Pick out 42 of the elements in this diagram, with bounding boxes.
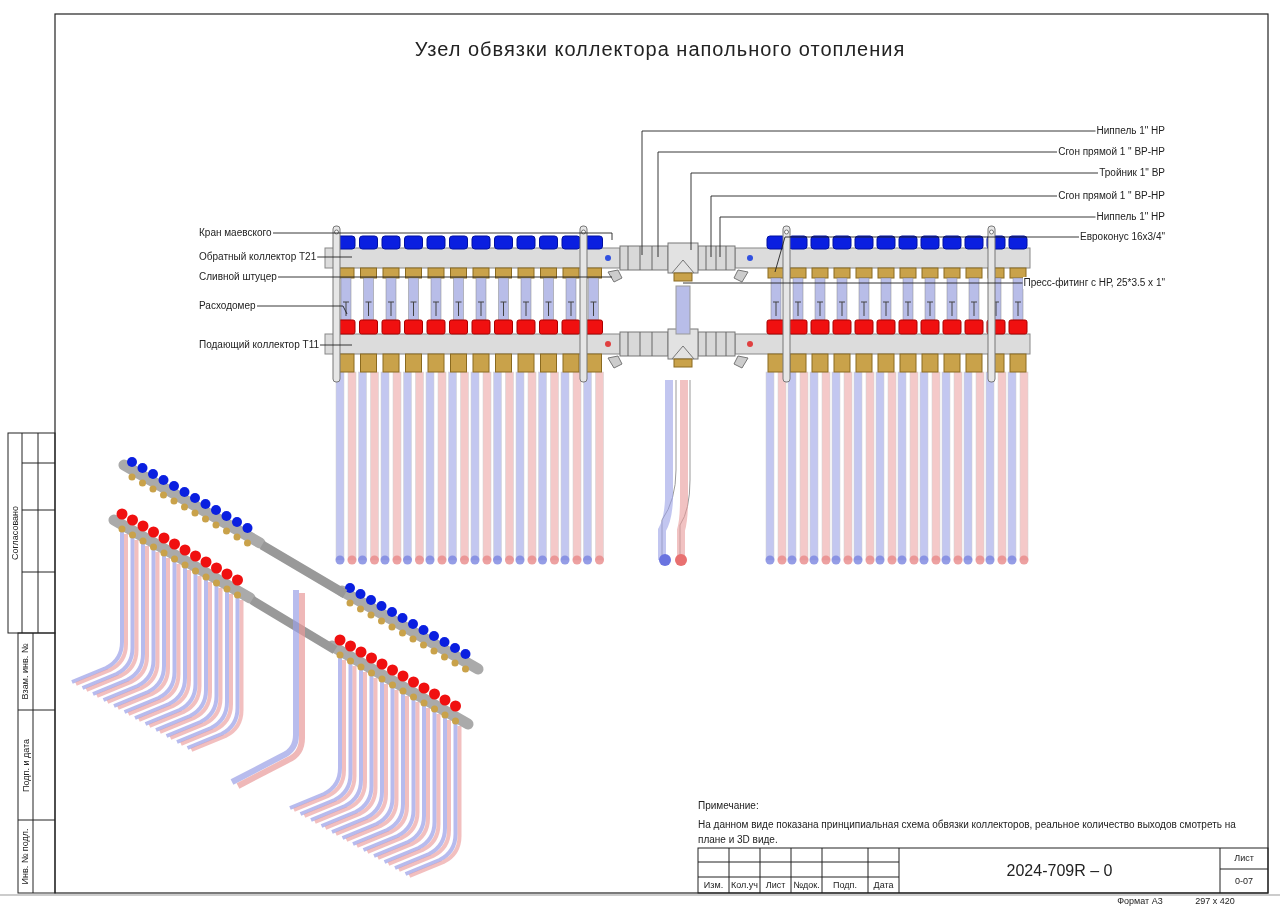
stamp-label: Согласовано <box>9 504 21 563</box>
table-header: Лист <box>764 879 787 892</box>
table-header: Изм. <box>702 879 725 892</box>
leader-line <box>719 216 1096 258</box>
part-label: Подающий коллектор Т11 <box>198 339 320 351</box>
leader-line <box>690 172 1099 251</box>
part-label: Ниппель 1" НР <box>1095 125 1166 137</box>
drawing-title: Узел обвязки коллектора напольного отопления <box>413 38 907 61</box>
sheet-number: 0-07 <box>1234 875 1254 888</box>
document-number: 2024-709R – 0 <box>1005 861 1114 881</box>
leader-line <box>256 305 348 315</box>
part-label: Сгон прямой 1 " ВР-НР <box>1057 146 1166 158</box>
leader-line <box>774 236 1080 273</box>
leader-line <box>272 232 613 241</box>
note-heading: Примечание: <box>698 800 760 812</box>
part-label: Кран маевского <box>198 227 273 239</box>
leader-line <box>641 130 1096 256</box>
part-label: Расходомер <box>198 300 257 312</box>
stamp-label: Взам. инв. № <box>19 642 31 702</box>
part-label: Тройник 1" ВР <box>1098 167 1166 179</box>
note-text: На данном виде показана принципиальная схема обвязки коллекторов, реальное количество выходов смотреть на плане и 3D виде. <box>698 818 1237 847</box>
part-label: Пресс-фитинг с НР, 25*3.5 х 1" <box>1022 277 1166 289</box>
leader-line <box>682 282 1023 284</box>
format-label: Формат А3 <box>1116 895 1164 908</box>
part-label: Обратный коллектор Т21 <box>198 251 318 263</box>
leader-line <box>316 256 353 258</box>
table-header: Подп. <box>832 879 858 892</box>
table-header: Кол.уч <box>730 879 759 892</box>
table-header: Дата <box>872 879 895 892</box>
part-label: Ниппель 1" НР <box>1095 211 1166 223</box>
leader-line <box>657 151 1058 258</box>
stamp-label: Подп. и дата <box>19 737 32 794</box>
paper-size: 297 х 420 <box>1194 895 1236 908</box>
part-label: Сгон прямой 1 " ВР-НР <box>1057 190 1166 202</box>
leader-line <box>710 195 1058 258</box>
sheet-header: Лист <box>1233 852 1255 865</box>
part-label: Сливной штуцер <box>198 271 278 283</box>
stamp-label: Инв. № подл. <box>19 827 31 887</box>
leader-line <box>277 276 613 278</box>
part-label: Евроконус 16х3/4" <box>1079 231 1166 243</box>
table-header: №док. <box>792 879 821 892</box>
leader-line <box>319 344 353 346</box>
